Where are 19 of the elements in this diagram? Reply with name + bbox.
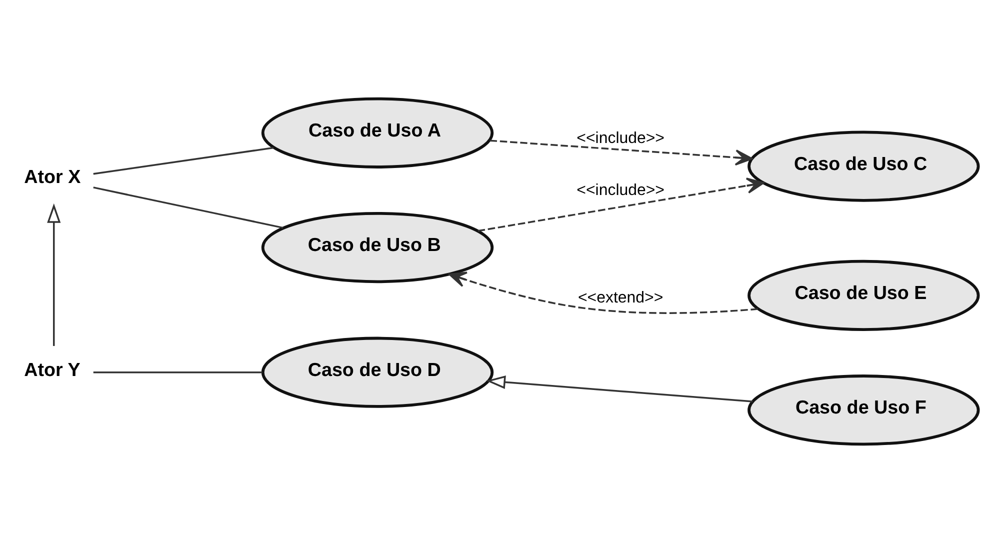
edge-label: <<include>> — [576, 182, 664, 199]
arrow — [490, 139, 753, 166]
arrow — [47, 202, 61, 346]
node-text: Ator Y — [24, 358, 80, 380]
node-ellipse: Caso de Uso E — [748, 259, 980, 330]
arrow — [478, 177, 764, 232]
edge-label: <<include>> — [576, 129, 664, 146]
edge-label: <<extend>> — [578, 288, 664, 306]
node-text: Ator X — [24, 165, 81, 186]
connector — [93, 371, 262, 373]
node-ellipse: Caso de Uso B — [261, 212, 494, 283]
connector — [93, 186, 284, 228]
node-ellipse: Caso de Uso F — [748, 374, 980, 446]
arrow — [486, 374, 753, 402]
node-ellipse: Caso de Uso C — [748, 130, 980, 202]
connector — [93, 146, 274, 174]
node-ellipse: Caso de Uso D — [261, 336, 494, 408]
node-ellipse: Caso de Uso A — [261, 96, 494, 168]
arrow — [448, 271, 758, 314]
